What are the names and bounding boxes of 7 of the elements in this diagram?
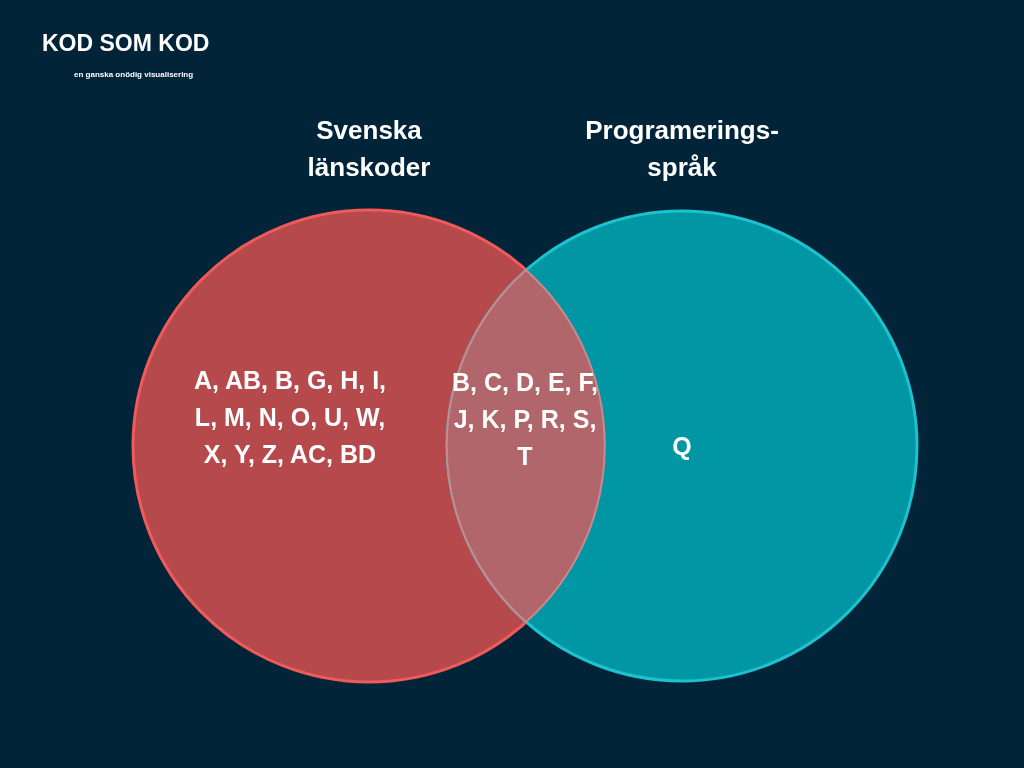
set-members: A, AB, B, G, H, I, L, M, N, O, U, W, X, Y, Z, AC, BD: [192, 365, 388, 470]
set-members: B, C, D, E, F, J, K, P, R, S, T: [451, 367, 599, 472]
set-members: Q: [671, 431, 693, 462]
subtitle: en ganska onödig visualisering: [74, 70, 194, 79]
set-heading: Programerings-språk: [584, 114, 780, 184]
title: KOD SOM KOD: [42, 30, 210, 57]
set-heading: Svenska länskoder: [306, 114, 432, 184]
